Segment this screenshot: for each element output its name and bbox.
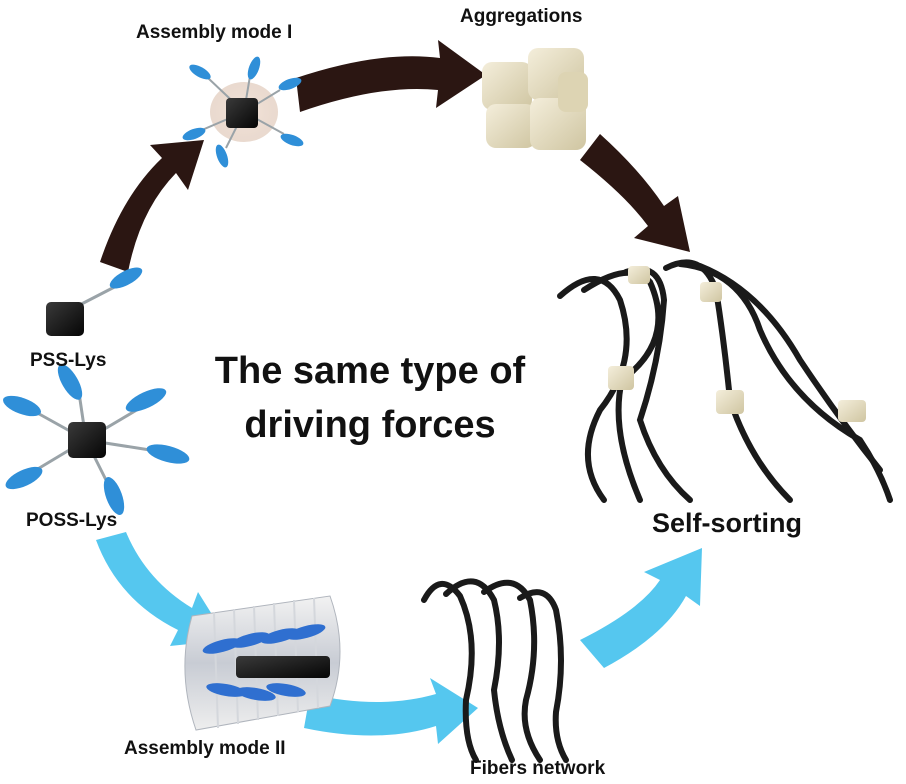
assembly-mode-1-structure [182, 56, 304, 168]
center-caption: The same type of driving forces [170, 344, 570, 452]
aggregations-cubes [482, 48, 588, 150]
blue-arrow-mode2-to-fibers [304, 678, 478, 744]
label-self-sorting: Self-sorting [652, 508, 803, 538]
dark-arrow-aggregations-to-fibers [580, 134, 690, 252]
dark-arrow-pss-to-mode1 [100, 140, 204, 272]
blue-arrow-fibers-to-selfsorting [580, 548, 702, 668]
assembly-mode-2-structure [184, 595, 341, 731]
fibers-network-strands [421, 578, 569, 763]
label-pss-lys: PSS-Lys [30, 350, 107, 371]
fiber-aggregates [608, 266, 866, 422]
label-fibers-network: Fibers network [470, 758, 606, 779]
center-caption-line-1: The same type of [214, 350, 526, 392]
poss-lys-molecule [3, 364, 190, 515]
dark-arrow-mode1-to-aggregations [296, 40, 486, 112]
center-caption-line-2: driving forces [244, 404, 496, 446]
label-poss-lys: POSS-Lys [26, 510, 118, 531]
label-assembly-mode-2: Assembly mode II [124, 738, 286, 759]
pss-lys-molecule [46, 267, 143, 336]
label-assembly-mode-1: Assembly mode I [136, 22, 293, 43]
label-aggregations: Aggregations [460, 6, 583, 27]
